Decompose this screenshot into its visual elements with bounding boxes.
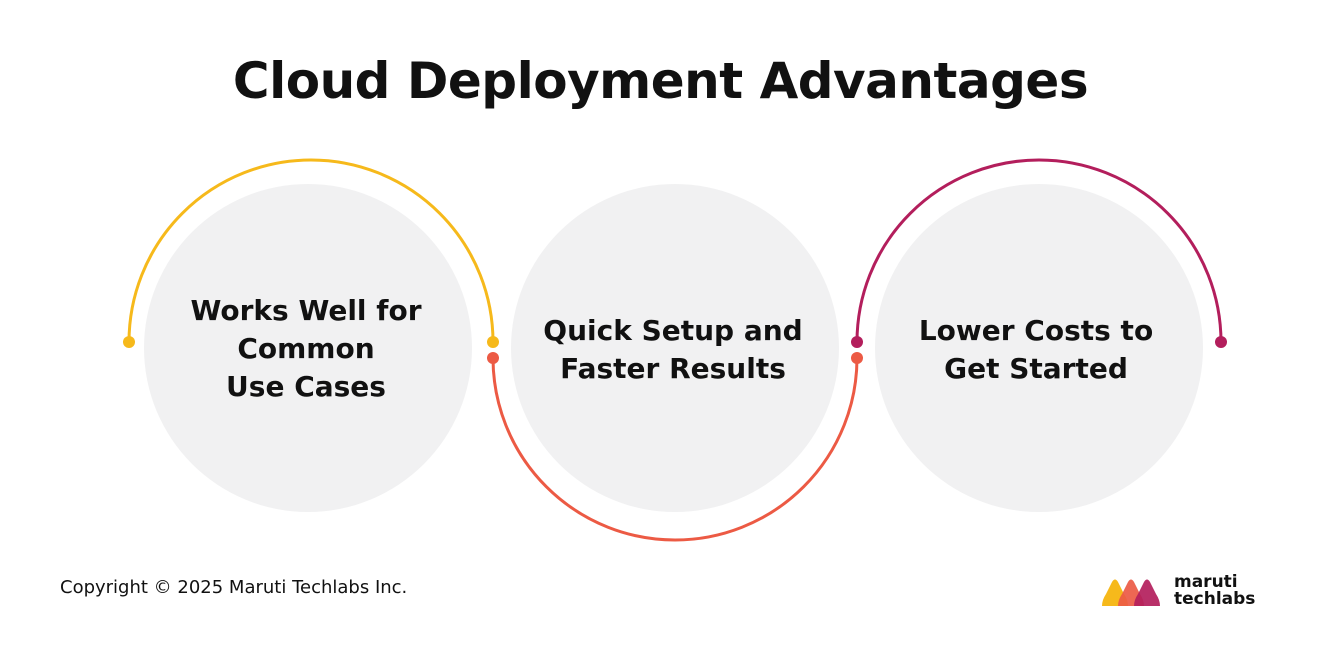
advantage-label-3: Lower Costs to Get Started bbox=[918, 314, 1154, 385]
advantage-circle-1 bbox=[144, 184, 472, 512]
logo-wordmark: maruti techlabs bbox=[1174, 574, 1255, 608]
maruti-techlabs-logo: maruti techlabs bbox=[1100, 572, 1270, 612]
arc-1-end-dot bbox=[487, 336, 499, 348]
arc-3-start-dot bbox=[851, 336, 863, 348]
advantage-label-2: Quick Setup and Faster Results bbox=[543, 314, 803, 385]
advantage-label-1: Works Well for Common Use Cases bbox=[190, 294, 422, 403]
advantage-circle-2 bbox=[511, 184, 839, 512]
page-title: Cloud Deployment Advantages bbox=[232, 52, 1089, 110]
arc-2-bottom bbox=[491, 357, 859, 542]
arc-1-start-dot bbox=[123, 336, 135, 348]
logo-line-2: techlabs bbox=[1174, 589, 1256, 609]
arc-2-start-dot bbox=[487, 352, 499, 364]
arc-3-top bbox=[855, 158, 1223, 343]
arc-1-top bbox=[127, 158, 495, 343]
logo-line-1: maruti bbox=[1174, 572, 1238, 592]
arc-2-end-dot bbox=[851, 352, 863, 364]
advantage-circle-3 bbox=[875, 184, 1203, 512]
logo-mark-icon bbox=[1102, 579, 1160, 606]
copyright-text: Copyright © 2025 Maruti Techlabs Inc. bbox=[60, 577, 408, 598]
arc-3-end-dot bbox=[1215, 336, 1227, 348]
